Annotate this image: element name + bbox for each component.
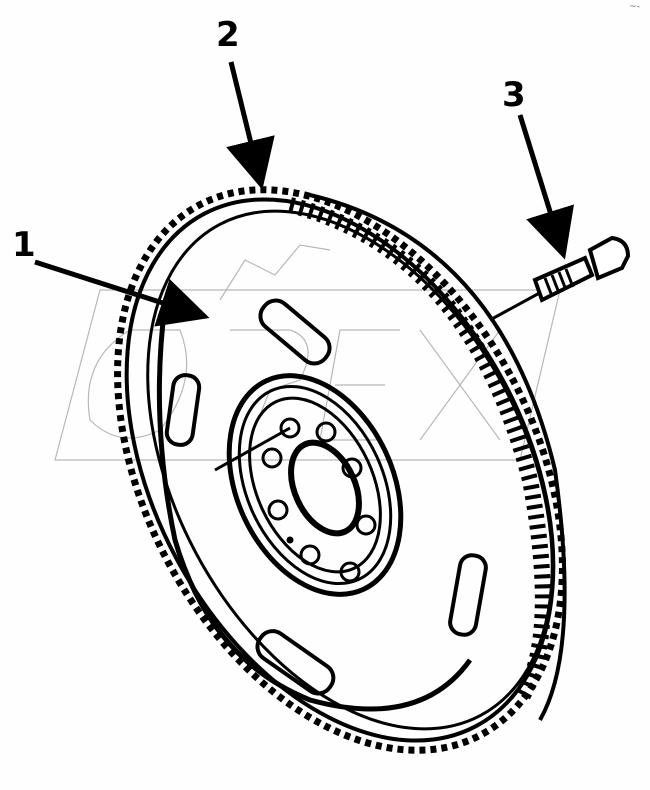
- callout-2: 2: [216, 15, 240, 55]
- flywheel-bolt: [489, 235, 631, 322]
- callout-1: 1: [12, 225, 36, 265]
- callout-3: 3: [502, 75, 526, 115]
- flywheel-plate: [156, 298, 488, 712]
- center-hub: [226, 373, 404, 597]
- ring-gear: [114, 186, 567, 754]
- corner-mark: ~-: [629, 2, 640, 12]
- leader-lines: [34, 61, 574, 472]
